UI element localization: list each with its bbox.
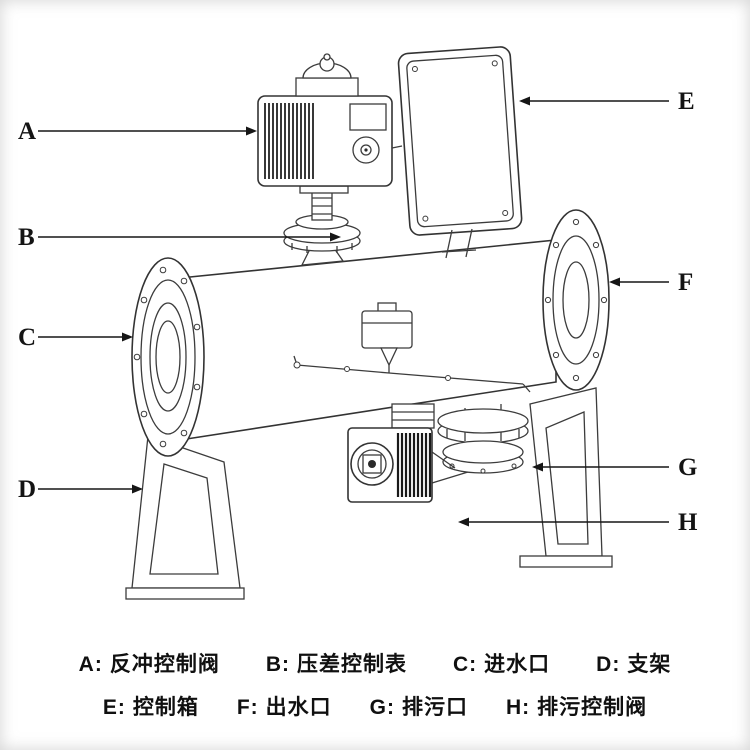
legend-key-b: B: — [265, 653, 290, 676]
callout-letter-b: B — [18, 224, 35, 251]
legend-name-f: 出水口 — [265, 696, 332, 719]
legend-name-h: 排污控制阀 — [537, 696, 648, 719]
legend-name-g: 排污口 — [401, 696, 468, 719]
actuator-wire — [391, 145, 403, 149]
legend-item-e: E: 控制箱 — [103, 691, 199, 721]
legend-name-a: 反冲控制阀 — [109, 653, 220, 676]
control-box — [397, 46, 523, 236]
legend-key-a: A: — [78, 653, 103, 676]
legend-name-d: 支架 — [627, 653, 672, 676]
outlet-flange — [542, 209, 610, 391]
legend-key-e: E: — [102, 696, 126, 719]
callout-letter-d: D — [18, 476, 36, 503]
backwash-filter-assembly-drawing: A B C D E F G H — [18, 46, 698, 600]
legend-name-e: 控制箱 — [132, 696, 199, 719]
callout-leaders — [38, 96, 669, 527]
legend-key-h: H: — [505, 696, 531, 719]
legend-key-g: G: — [369, 696, 395, 719]
legend-key-f: F: — [236, 696, 259, 719]
callout-letter-a: A — [18, 118, 36, 145]
valve-bonnet — [283, 183, 361, 266]
drain-outlet — [431, 404, 529, 484]
legend-key-c: C: — [453, 653, 478, 676]
callout-letter-f: F — [678, 269, 693, 296]
legend-item-h: H: 排污控制阀 — [506, 691, 647, 721]
backwash-control-valve-actuator — [257, 53, 403, 194]
legend: A: 反冲控制阀 B: 压差控制表 C: 进水口 D: 支架 E: 控制箱 F: 出水口 G… — [0, 636, 750, 721]
legend-item-d: D: 支架 — [596, 648, 671, 678]
control-box-bracket — [441, 228, 477, 259]
support-bracket-right — [519, 387, 613, 568]
legend-item-c: C: 进水口 — [453, 648, 550, 678]
drain-control-valve — [347, 403, 435, 503]
legend-row-2: E: 控制箱 F: 出水口 G: 排污口 H: 排污控制阀 — [103, 691, 647, 721]
legend-item-f: F: 出水口 — [237, 691, 332, 721]
legend-item-a: A: 反冲控制阀 — [79, 648, 220, 678]
legend-name-c: 进水口 — [484, 653, 551, 676]
legend-item-g: G: 排污口 — [370, 691, 468, 721]
legend-key-d: D: — [596, 653, 621, 676]
callout-letter-c: C — [18, 324, 36, 351]
legend-item-b: B: 压差控制表 — [266, 648, 407, 678]
callout-letter-h: H — [678, 509, 698, 536]
legend-row-1: A: 反冲控制阀 B: 压差控制表 C: 进水口 D: 支架 — [79, 648, 672, 678]
actuator-nameplate — [349, 103, 387, 131]
legend-name-b: 压差控制表 — [297, 653, 407, 676]
callout-letter-g: G — [678, 454, 697, 481]
callout-letter-e: E — [678, 88, 695, 115]
inlet-flange — [131, 257, 205, 457]
differential-pressure-gauge — [293, 302, 531, 393]
sensing-tube — [296, 364, 524, 385]
support-bracket-left — [125, 435, 245, 600]
